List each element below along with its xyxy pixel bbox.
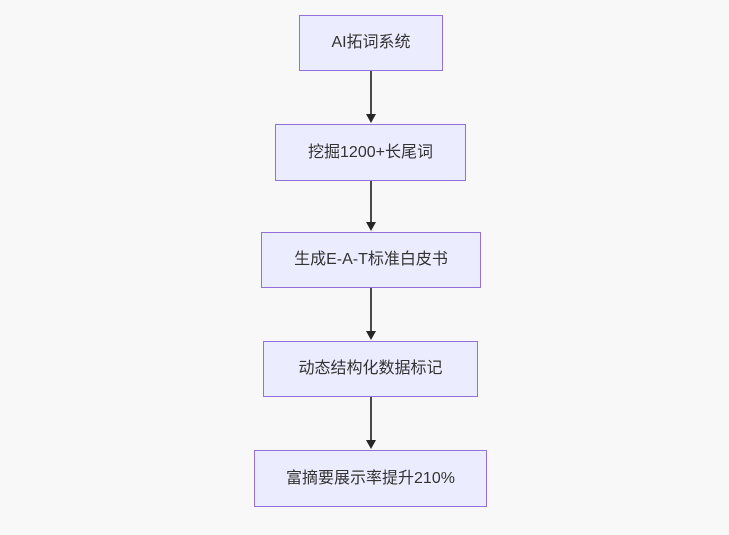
flow-arrow-line-4 — [370, 397, 372, 440]
flow-arrow-line-3 — [370, 288, 372, 331]
flow-node-generate-eat-whitepaper: 生成E-A-T标准白皮书 — [261, 232, 481, 288]
flow-node-ai-word-expansion-system: AI拓词系统 — [299, 15, 443, 71]
flow-node-dynamic-structured-data-markup: 动态结构化数据标记 — [263, 341, 478, 397]
arrowhead-down-icon — [366, 114, 376, 123]
flow-arrow-line-1 — [370, 71, 372, 114]
flow-node-mine-longtail-keywords: 挖掘1200+长尾词 — [275, 124, 466, 181]
flow-arrow-line-2 — [370, 181, 372, 222]
arrowhead-down-icon — [366, 440, 376, 449]
flow-node-rich-snippet-rate-increase: 富摘要展示率提升210% — [254, 450, 487, 507]
arrowhead-down-icon — [366, 222, 376, 231]
arrowhead-down-icon — [366, 331, 376, 340]
